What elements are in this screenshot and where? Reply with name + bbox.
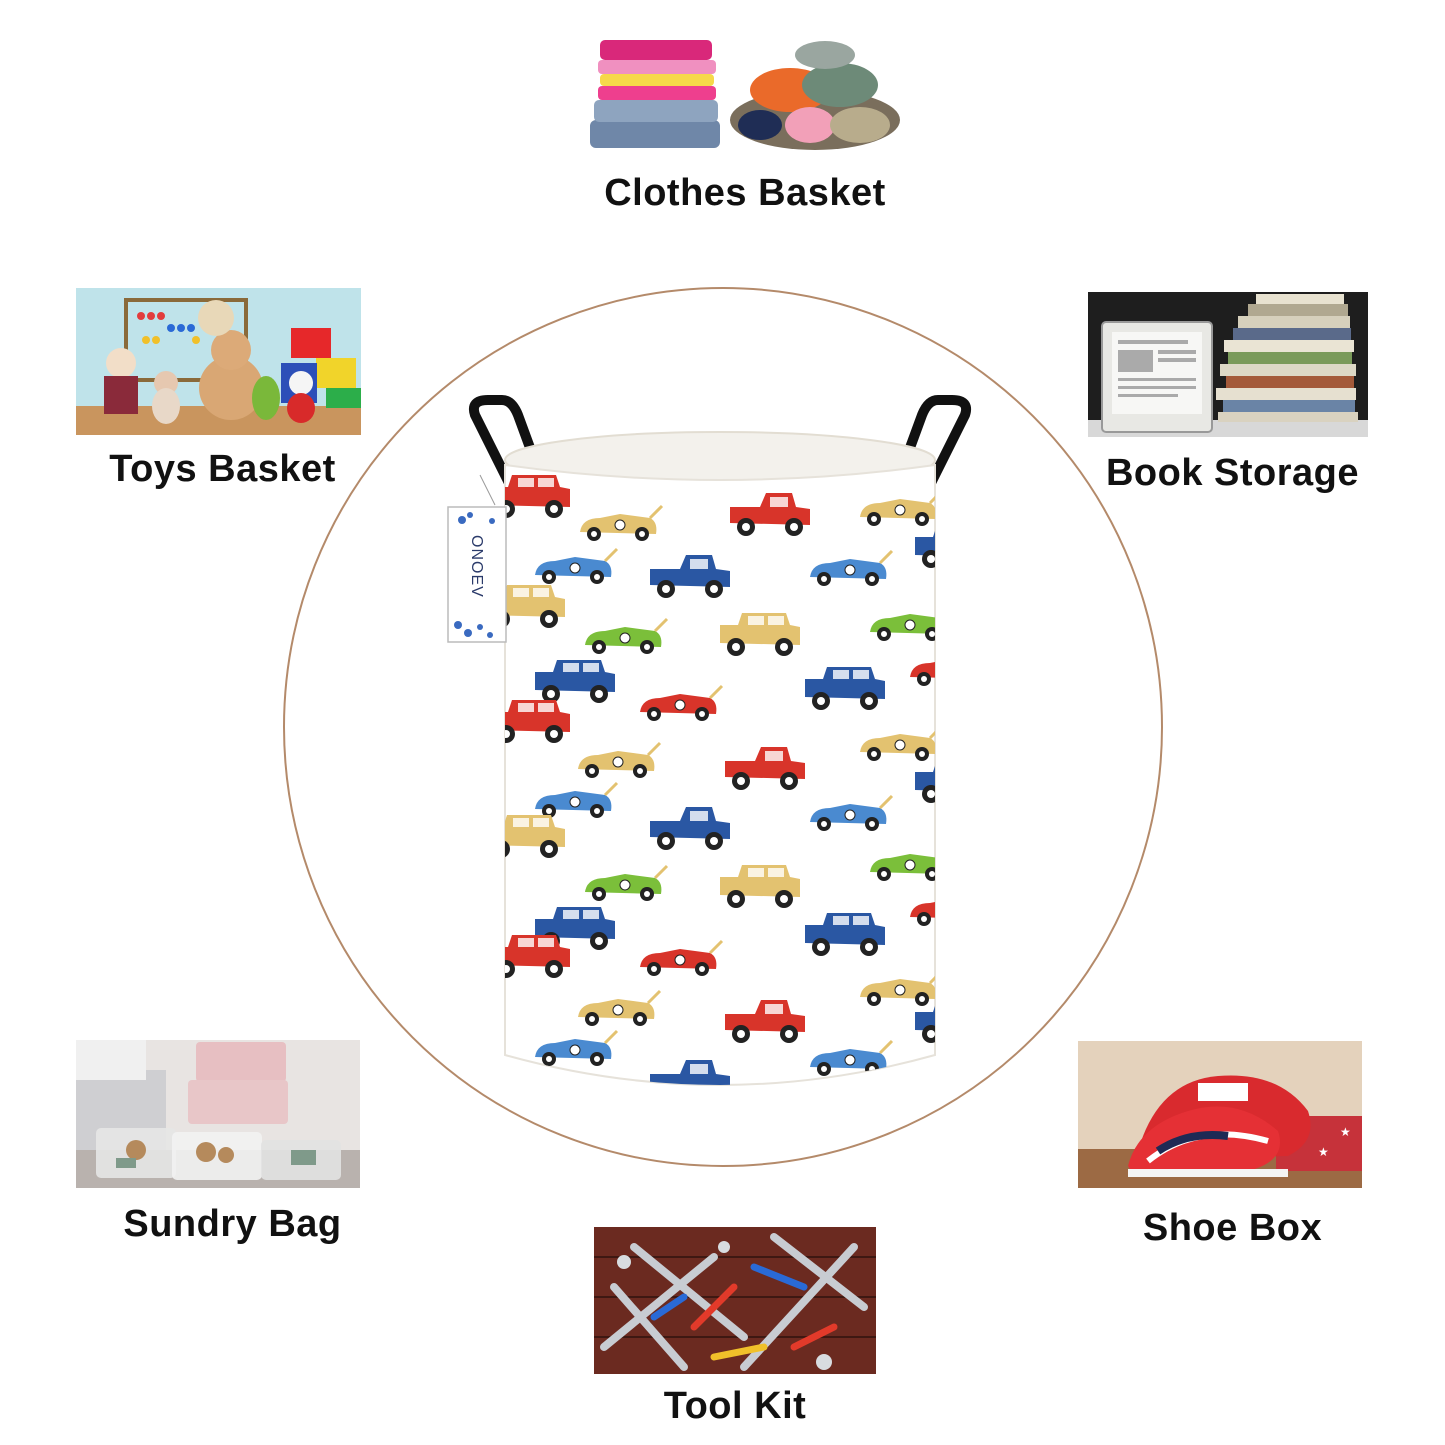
toys-photo <box>76 288 361 435</box>
use-label-sundry: Sundry Bag <box>123 1203 342 1245</box>
feature-ring <box>283 287 1163 1167</box>
tools-photo <box>594 1227 876 1374</box>
use-label-tools: Tool Kit <box>663 1385 807 1427</box>
brand-tag-text: ONOEV <box>468 535 485 598</box>
clothes-photo <box>580 30 910 155</box>
use-label-clothes: Clothes Basket <box>604 172 886 214</box>
use-label-shoes: Shoe Box <box>1142 1207 1323 1249</box>
use-label-books: Book Storage <box>1105 452 1360 494</box>
books-photo <box>1088 292 1368 437</box>
use-label-toys: Toys Basket <box>109 448 336 490</box>
sundry-photo <box>76 1040 360 1188</box>
shoes-photo: ★★★ <box>1078 1041 1362 1188</box>
svg-text:★: ★ <box>1318 1145 1329 1159</box>
laundry-basket: ONOEV <box>440 395 1000 1105</box>
svg-text:★: ★ <box>1340 1125 1351 1139</box>
